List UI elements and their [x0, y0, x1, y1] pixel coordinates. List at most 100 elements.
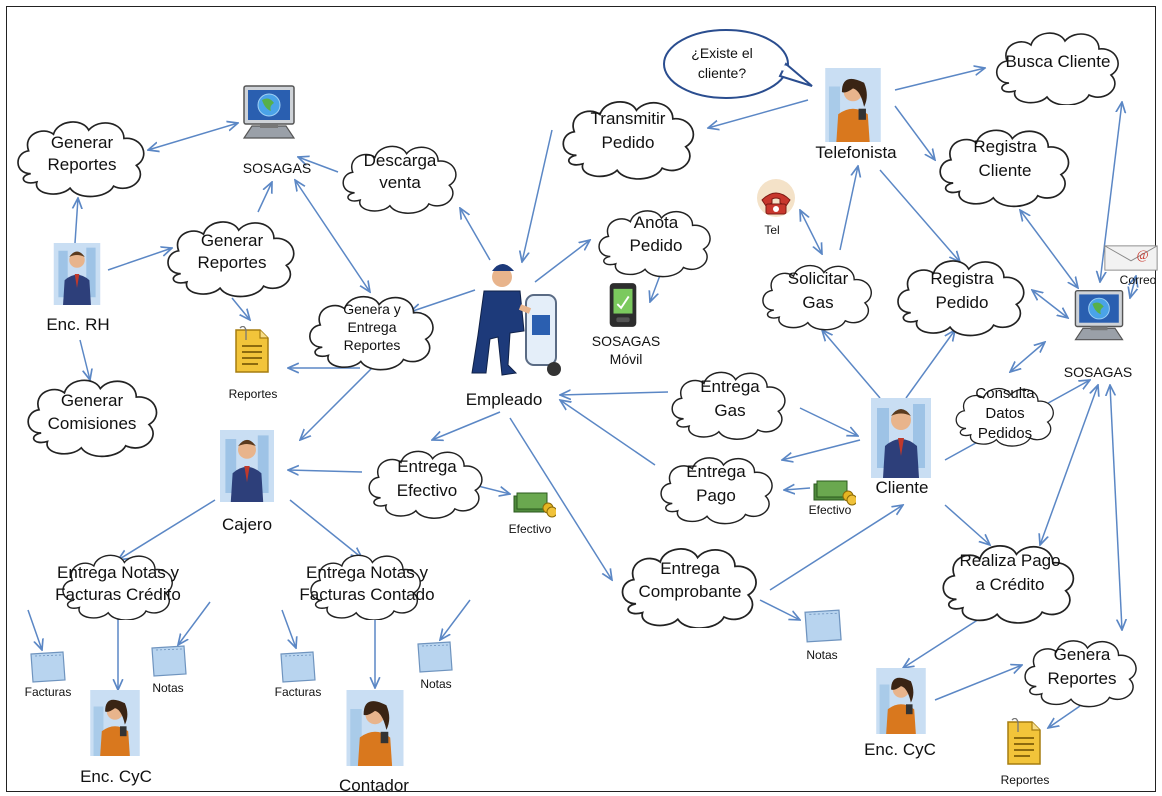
- cloud-solicitar-gas: Solicitar Gas: [762, 264, 873, 331]
- arrow-reportes-sosagas: [148, 123, 238, 150]
- arrow-genera-cajero: [300, 359, 381, 440]
- cloud-label-line: Generar: [61, 391, 124, 410]
- cloud-label-line: Descarga: [364, 151, 437, 170]
- cloud-label-line: Entrega: [700, 377, 760, 396]
- arrow-rh-comisiones: [79, 339, 90, 380]
- item-efectivo-right-label: Efectivo: [809, 503, 852, 517]
- item-notas-contado: Notas: [417, 641, 453, 691]
- arrow-credito-facturas: [27, 609, 42, 650]
- arrow-realiza-sosagas: [1040, 385, 1098, 545]
- cloud-entrega-comprobante: Entrega Comprobante: [621, 548, 757, 628]
- operator-woman-icon: [825, 68, 881, 142]
- arrow-telefonista-busca: [894, 68, 985, 91]
- cloud-label-line: Consulta: [975, 385, 1035, 402]
- cloud-label-line: Entrega: [686, 462, 746, 481]
- item-efectivo-mid: Efectivo: [509, 492, 556, 536]
- arrow-rh-generar-reportes: [75, 198, 78, 244]
- cloud-label-line: Entrega Notas y: [306, 563, 428, 582]
- arrow-contado-notas: [440, 599, 471, 640]
- actor-contador-label: Contador: [339, 776, 409, 795]
- arrow-sosagas-correo: [1130, 276, 1136, 298]
- cloud-label-line: Cliente: [979, 161, 1032, 180]
- arrow-sosagas-genera-br: [1110, 385, 1122, 630]
- computer-icon: [243, 85, 295, 139]
- cloud-label-line: Comisiones: [48, 414, 137, 433]
- actor-cliente: Cliente: [871, 398, 931, 497]
- cloud-realiza-pago: Realiza Pago a Crédito: [942, 544, 1075, 624]
- cloud-label-line: Entrega: [660, 559, 720, 578]
- cloud-registra-cliente: Registra Cliente: [939, 129, 1070, 208]
- actor-enc-cyc-left: Enc. CyC: [80, 690, 152, 786]
- document-icon: [235, 326, 269, 373]
- arrow-credito-notas: [178, 601, 211, 645]
- arrow-telefonista-registra-cliente: [894, 105, 935, 160]
- cloud-consulta-datos: Consulta Datos Pedidos: [955, 385, 1055, 447]
- arrow-telefonista-registra-pedido: [879, 169, 960, 262]
- sosagas-right: SOSAGAS: [1064, 289, 1132, 380]
- note-icon: [151, 645, 187, 677]
- cloud-label-line: Datos: [985, 405, 1024, 422]
- arrow-sosagas-genera: [295, 180, 370, 292]
- item-facturas-left: Facturas: [25, 651, 71, 699]
- arrow-telefonista-transmitir: [708, 99, 809, 128]
- computer-icon: [1074, 289, 1124, 341]
- cloud-label-line: venta: [379, 173, 421, 192]
- cloud-label-line: Reportes: [48, 155, 117, 174]
- note-icon: [804, 609, 842, 643]
- arrow-transmitir-empleado: [522, 129, 553, 262]
- cloud-busca-cliente: Busca Cliente: [995, 32, 1119, 105]
- client-phone-icon: [871, 398, 931, 478]
- arrow-efectivo-pago: [784, 488, 811, 490]
- accountant-laptop-icon: [346, 690, 404, 766]
- item-correo: Correo: [1104, 245, 1158, 287]
- cloud-genera-reportes-br: Genera Reportes: [1024, 640, 1137, 708]
- cloud-generar-comisiones: Generar Comisiones: [27, 379, 158, 458]
- cloud-label-line: Reportes: [344, 337, 401, 353]
- cash-icon: [513, 492, 556, 518]
- cloud-label-line: Anota: [634, 213, 679, 232]
- actor-enc-cyc-right: Enc. CyC: [864, 668, 936, 759]
- sosagas-right-label: SOSAGAS: [1064, 364, 1132, 380]
- cloud-label-line: Realiza Pago: [959, 551, 1060, 570]
- cloud-label-line: Registra: [930, 269, 994, 288]
- item-facturas-mid: Facturas: [275, 651, 321, 699]
- cloud-label-line: Facturas Contado: [299, 585, 434, 604]
- item-notas-left-label: Notas: [152, 681, 183, 695]
- item-reportes-left: Reportes: [229, 326, 277, 401]
- cloud-label-line: Generar: [51, 133, 114, 152]
- sosagas-movil-label-2: Móvil: [610, 351, 643, 367]
- arrow-empleado-entregagas: [560, 392, 669, 395]
- actor-enc-rh: Enc. RH: [46, 243, 110, 334]
- cloud-label-line: Entrega: [397, 457, 457, 476]
- actor-telefonista: Telefonista: [815, 68, 897, 162]
- cloud-label-line: Reportes: [198, 253, 267, 272]
- actor-contador: Contador: [339, 690, 409, 795]
- cloud-label-line: Pago: [696, 486, 736, 505]
- arrow-contado-facturas: [281, 609, 296, 648]
- arrow-sosagas-consulta: [1010, 342, 1045, 372]
- sosagas-movil-label-1: SOSAGAS: [592, 333, 660, 349]
- arrow-comprobante-cliente: [769, 505, 903, 591]
- cloud-entrega-efectivo: Entrega Efectivo: [368, 450, 483, 520]
- item-notas-mid-label: Notas: [806, 648, 837, 662]
- arrow-enc-cyc-genera: [934, 665, 1022, 701]
- cloud-transmitir-pedido: Transmitir Pedido: [562, 100, 695, 180]
- actor-empleado: Empleado: [466, 264, 561, 409]
- arrow-cajero-contado: [289, 499, 362, 558]
- item-correo-label: Correo: [1120, 273, 1157, 287]
- cloud-generar-reportes-mid: Generar Reportes: [167, 221, 295, 298]
- telephone-icon: [756, 178, 796, 218]
- item-notas-mid: Notas: [804, 609, 842, 662]
- cloud-generar-reportes-top: Generar Reportes: [17, 121, 145, 198]
- cloud-notas-contado: Entrega Notas y Facturas Contado: [299, 554, 435, 620]
- cloud-label-line: Pedido: [936, 293, 989, 312]
- actor-enc-cyc-right-label: Enc. CyC: [864, 740, 936, 759]
- businessman-icon: [53, 243, 101, 305]
- arrow-generar-sosagas: [257, 182, 272, 213]
- cloud-label-line: Pedidos: [978, 425, 1032, 442]
- cloud-label-line: Genera: [1054, 645, 1111, 664]
- arrow-empleado-efectivo: [432, 411, 501, 440]
- sosagas-top: SOSAGAS: [243, 85, 311, 176]
- arrow-cliente-solicitar: [822, 330, 881, 399]
